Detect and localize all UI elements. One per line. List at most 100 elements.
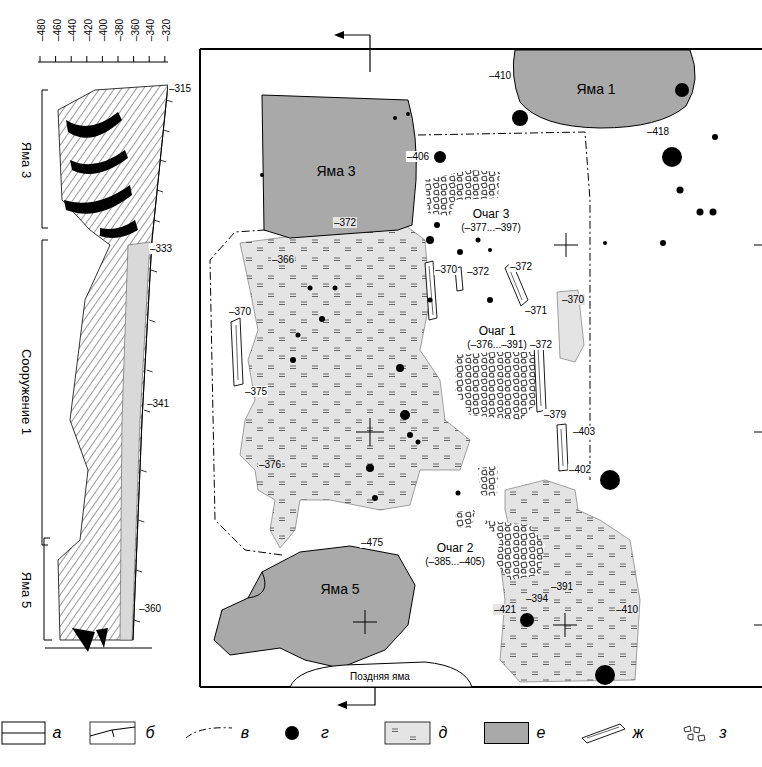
drawing-part: [428, 298, 433, 303]
depth-mark: –379: [543, 409, 567, 420]
drawing-part: [44, 538, 52, 640]
section-depth: –333: [149, 238, 173, 256]
section-depth: –360: [138, 603, 162, 614]
scale-number: –320: [161, 18, 172, 42]
scale-number: –480: [31, 18, 49, 42]
drawing-part: [694, 727, 700, 733]
depth-mark: –406: [406, 146, 430, 164]
pit-shape: [513, 50, 695, 128]
hearth-depths: (–385...–405): [424, 551, 486, 569]
hearth-depths: (–385...–405): [424, 556, 486, 567]
drawing-part: [660, 240, 666, 246]
section-profile: [38, 56, 173, 652]
drawing-part: [457, 249, 463, 255]
drawing-part: [319, 316, 325, 322]
drawing-part: [285, 726, 299, 740]
drawing-part: [366, 464, 374, 472]
drawing-part: [392, 729, 416, 740]
drawing-part: [712, 134, 718, 140]
scale-number: –440: [62, 18, 80, 42]
section-bracket-label: Яма 3: [19, 141, 33, 179]
legend-letter: а: [52, 724, 63, 742]
pit-label: Поздняя яма: [350, 671, 410, 682]
depth-mark: –410: [615, 599, 639, 617]
scale-number: –420: [78, 18, 96, 42]
pit-outline: [212, 545, 422, 672]
drawing-part: [434, 151, 446, 163]
scale-number: –380: [114, 18, 125, 42]
drawing-part: [456, 491, 461, 496]
depth-mark: –391: [550, 581, 574, 592]
drawing-part: [90, 722, 135, 744]
scale-number: –360: [125, 18, 143, 42]
scale-number: –380: [109, 18, 127, 42]
drawing-part: [407, 432, 413, 438]
drawing-part: [600, 470, 620, 490]
drawing-part: [396, 364, 404, 372]
depth-mark: –372: [466, 261, 490, 279]
drawing-part: [534, 342, 546, 412]
pit-label: Яма 5: [320, 582, 359, 597]
depth-mark: –366: [271, 254, 295, 265]
depth-mark: –370: [228, 306, 252, 317]
section-depth: –315: [168, 78, 192, 96]
depth-mark: –403: [572, 421, 596, 439]
drawing-part: [45, 647, 152, 648]
hearth-depths: (–376...–391): [466, 334, 528, 352]
drawing-part: [476, 238, 481, 243]
drawing-part: [42, 90, 48, 228]
depth-mark: –394: [525, 588, 549, 606]
pit-node: Яма 5: [212, 545, 422, 672]
hearth-depths: (–377...–397): [460, 222, 522, 233]
legend-swatch: [484, 722, 529, 744]
drawing-part: [333, 286, 338, 291]
scale-number: –420: [83, 18, 94, 42]
legend-letter: з: [718, 724, 727, 742]
depth-mark: –402: [568, 464, 592, 475]
drawing-part: [478, 466, 498, 496]
legend-samples: [2, 722, 705, 744]
drawing-part: [455, 510, 475, 528]
depth-mark: –421: [493, 604, 517, 615]
depth-mark: –410: [488, 65, 512, 83]
drawing-part: [346, 687, 375, 705]
scale-number: –440: [67, 18, 78, 42]
section-depth: –315: [168, 83, 192, 94]
scale-number: –340: [140, 18, 158, 42]
drawing-part: [2, 722, 45, 744]
plan-frame: [200, 31, 762, 709]
drawing-part: [186, 728, 232, 738]
depth-mark: –375: [244, 386, 268, 397]
drawing-part: [595, 665, 615, 685]
depth-mark: –371: [524, 300, 548, 318]
hearth-stones: [425, 170, 545, 580]
depth-mark: –475: [360, 537, 384, 548]
depth-mark: –372: [529, 334, 553, 352]
depth-mark: –371: [524, 305, 548, 316]
drawing-part: [482, 520, 545, 580]
drawing-part: [240, 225, 470, 548]
drawing-part: [134, 100, 173, 622]
hearth-name: Очаг 3: [472, 208, 511, 221]
section-depth: –360: [138, 598, 162, 616]
section-depth: –333: [149, 243, 173, 254]
hearth-name: Очаг 3: [472, 204, 511, 222]
scale-number: –320: [156, 18, 174, 42]
section-depth: –341: [146, 398, 170, 409]
depth-mark: –418: [646, 126, 670, 137]
drawing-part: [710, 209, 717, 216]
pit-label: Яма 3: [316, 164, 355, 179]
pit-label: Яма 1: [576, 82, 615, 97]
drawing-part: [455, 352, 545, 420]
depth-mark: –410: [488, 70, 512, 81]
drawing-part: [38, 62, 168, 63]
drawing-part: [500, 480, 640, 682]
drawing-part: [58, 85, 168, 640]
depth-mark: –475: [360, 532, 384, 550]
hearth-depths: (–377...–397): [460, 217, 522, 235]
depth-mark: –372: [333, 212, 357, 230]
section-bracket-label: Сооружение 1: [19, 348, 33, 436]
depth-mark: –403: [572, 426, 596, 437]
drawing-part: [290, 357, 296, 363]
depth-mark: –394: [525, 593, 549, 604]
